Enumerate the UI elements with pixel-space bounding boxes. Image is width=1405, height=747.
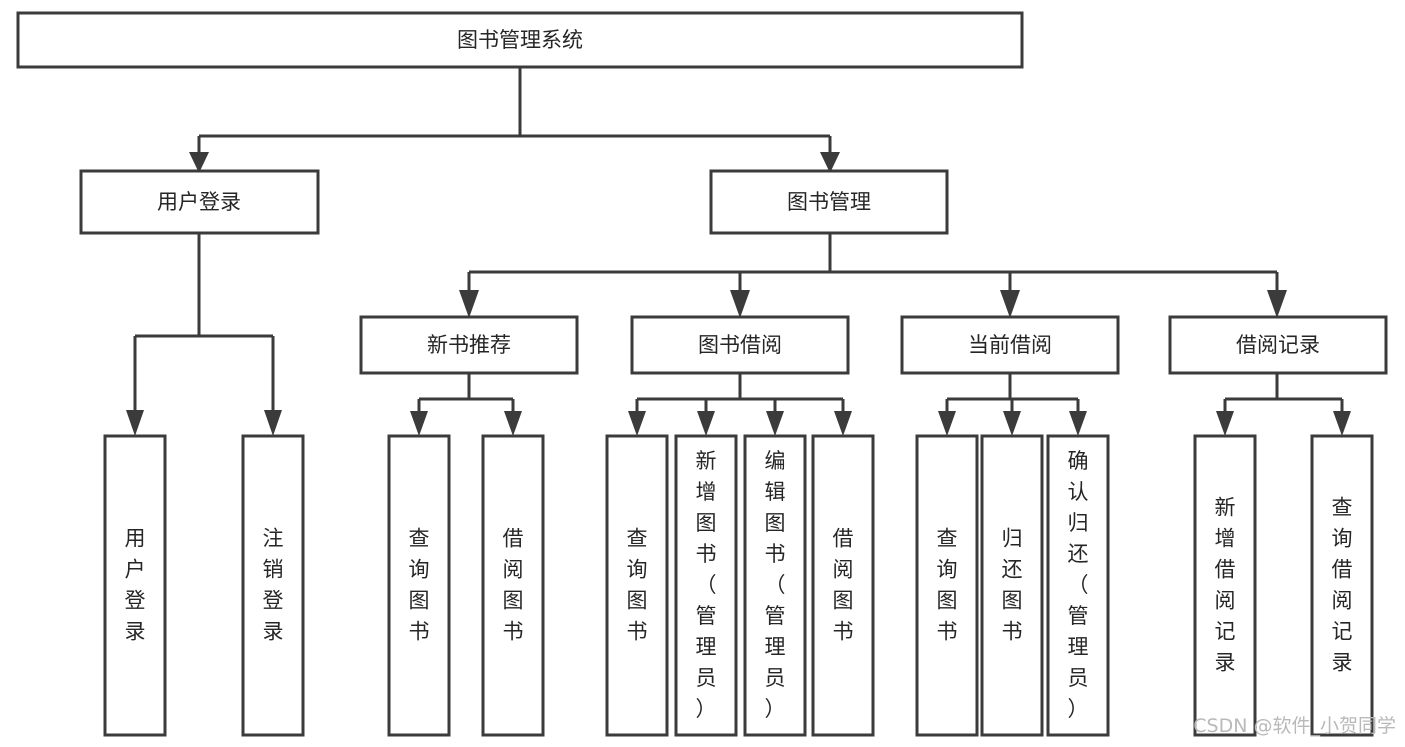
leaf-edit-book-label: 编辑图书（管理员） — [765, 449, 786, 721]
leaf-node-edit-book[interactable]: 编辑图书（管理员） — [743, 434, 807, 737]
node-root[interactable]: 图书管理系统 — [16, 11, 1024, 69]
leaf-borrow-book-2-box[interactable] — [811, 434, 875, 737]
arrowhead-leaf-return-book — [1003, 411, 1021, 436]
node-book-manage-label: 图书管理 — [787, 190, 871, 214]
node-current-borrow[interactable]: 当前借阅 — [900, 315, 1120, 375]
node-user-login[interactable]: 用户登录 — [79, 169, 320, 235]
leaf-node-borrow-book-2[interactable]: 借阅图书 — [811, 434, 875, 737]
leaf-query-record-box[interactable] — [1310, 434, 1374, 737]
leaf-node-query-book-2[interactable]: 查询图书 — [605, 434, 669, 737]
leaf-add-record-box[interactable] — [1193, 434, 1257, 737]
leaf-query-record-label: 查询借阅记录 — [1332, 496, 1353, 675]
arrowhead-leaf-query-book-3 — [938, 411, 956, 436]
leaf-query-book-2-label: 查询图书 — [627, 527, 648, 644]
connector-layer — [126, 67, 1351, 436]
arrowhead-leaf-edit-book — [766, 411, 784, 436]
leaf-logout-box[interactable] — [241, 434, 305, 737]
arrowhead-leaf-borrow-book-1 — [504, 411, 522, 436]
leaf-query-book-1-label: 查询图书 — [409, 527, 430, 644]
arrowhead-leaf-add-record — [1216, 411, 1234, 436]
leaf-add-book-box[interactable] — [674, 434, 738, 737]
arrowhead-leaf-borrow-book-2 — [834, 411, 852, 436]
leaf-edit-book-box[interactable] — [743, 434, 807, 737]
leaf-confirm-return-label: 确认归还（管理员） — [1068, 449, 1089, 721]
leaf-query-book-3-box[interactable] — [915, 434, 979, 737]
leaf-query-book-1-box[interactable] — [387, 434, 451, 737]
leaf-user-login-box[interactable] — [103, 434, 167, 737]
leaf-node-borrow-book-1[interactable]: 借阅图书 — [481, 434, 545, 737]
arrowhead-book-borrow — [730, 290, 750, 318]
leaf-node-add-record[interactable]: 新增借阅记录 — [1193, 434, 1257, 737]
leaf-node-return-book[interactable]: 归还图书 — [980, 434, 1044, 737]
leaf-borrow-book-2-label: 借阅图书 — [833, 527, 854, 644]
leaf-user-login-label: 用户登录 — [125, 527, 146, 644]
leaf-node-confirm-return[interactable]: 确认归还（管理员） — [1046, 434, 1110, 737]
node-new-book-rec-label: 新书推荐 — [427, 333, 511, 357]
leaf-add-record-label: 新增借阅记录 — [1215, 496, 1236, 675]
arrowhead-leaf-confirm-return — [1069, 411, 1087, 436]
node-borrow-record-label: 借阅记录 — [1236, 333, 1320, 357]
arrowhead-leaf-add-book — [697, 411, 715, 436]
leaf-node-query-book-1[interactable]: 查询图书 — [387, 434, 451, 737]
arrowhead-leaf-user-login — [126, 410, 144, 436]
arrowhead-current-borrow — [1000, 290, 1020, 318]
node-user-login-label: 用户登录 — [157, 190, 241, 214]
leaf-return-book-box[interactable] — [980, 434, 1044, 737]
leaf-node-query-record[interactable]: 查询借阅记录 — [1310, 434, 1374, 737]
node-root-label: 图书管理系统 — [457, 28, 583, 52]
csdn-watermark: CSDN @软件_小贺同学 — [1193, 715, 1396, 737]
leaf-query-book-2-box[interactable] — [605, 434, 669, 737]
leaf-node-logout[interactable]: 注销登录 — [241, 434, 305, 737]
node-book-manage[interactable]: 图书管理 — [709, 169, 949, 235]
arrowhead-new-book-rec — [459, 290, 479, 318]
leaf-node-add-book[interactable]: 新增图书（管理员） — [674, 434, 738, 737]
leaf-borrow-book-1-box[interactable] — [481, 434, 545, 737]
arrowhead-leaf-query-book-1 — [410, 411, 428, 436]
node-current-borrow-box[interactable] — [900, 315, 1120, 375]
arrowhead-leaf-logout — [264, 410, 282, 436]
arrowhead-borrow-record — [1267, 290, 1287, 318]
leaf-node-query-book-3[interactable]: 查询图书 — [915, 434, 979, 737]
arrowhead-leaf-query-record — [1333, 411, 1351, 436]
node-book-borrow[interactable]: 图书借阅 — [630, 315, 850, 375]
node-current-borrow-label: 当前借阅 — [968, 333, 1052, 357]
leaf-borrow-book-1-label: 借阅图书 — [503, 527, 524, 644]
leaf-node-user-login[interactable]: 用户登录 — [103, 434, 167, 737]
node-book-borrow-label: 图书借阅 — [698, 333, 782, 357]
node-borrow-record-box[interactable] — [1168, 315, 1388, 375]
leaf-logout-label: 注销登录 — [263, 527, 284, 644]
arrowhead-leaf-query-book-2 — [628, 411, 646, 436]
leaf-add-book-label: 新增图书（管理员） — [696, 449, 717, 721]
node-root-box[interactable] — [16, 11, 1024, 69]
node-book-borrow-box[interactable] — [630, 315, 850, 375]
node-borrow-record[interactable]: 借阅记录 — [1168, 315, 1388, 375]
leaf-query-book-3-label: 查询图书 — [937, 527, 958, 644]
arrowhead-user-login — [189, 152, 209, 173]
node-new-book-rec[interactable]: 新书推荐 — [359, 315, 579, 375]
node-book-manage-box[interactable] — [709, 169, 949, 235]
node-new-book-rec-box[interactable] — [359, 315, 579, 375]
leaf-layer: 用户登录 注销登录 查询图书 借阅图书 查询图书 新增图书 — [103, 434, 1374, 737]
leaf-confirm-return-box[interactable] — [1046, 434, 1110, 737]
arrowhead-book-manage — [820, 152, 840, 173]
node-user-login-box[interactable] — [79, 169, 320, 235]
leaf-return-book-label: 归还图书 — [1002, 527, 1023, 644]
